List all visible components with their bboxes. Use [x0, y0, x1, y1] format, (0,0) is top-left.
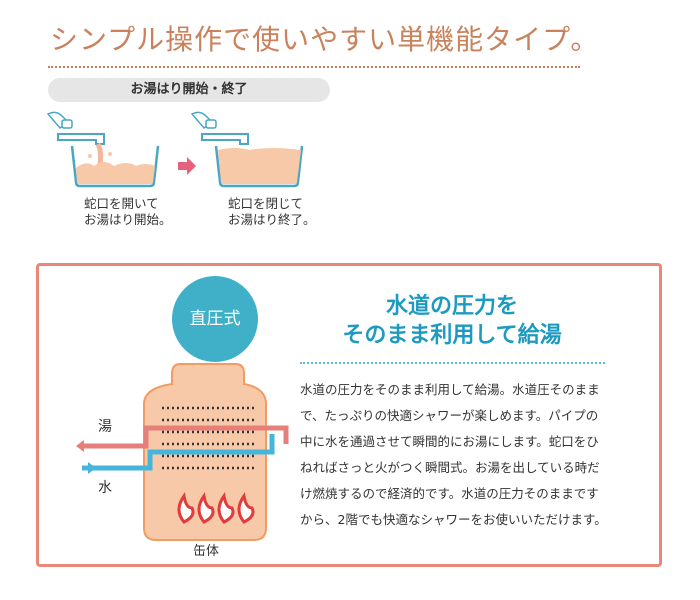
- direct-pressure-badge: 直圧式: [172, 276, 258, 362]
- cold-water-label: 水: [98, 480, 112, 496]
- tub-full-illustration: [190, 111, 304, 188]
- water-heater-diagram: [76, 363, 289, 541]
- tub-filling-illustration: [46, 111, 160, 188]
- step-arrow-icon: [178, 157, 196, 175]
- feature-title-line2: そのまま利用して給湯: [342, 323, 562, 348]
- step1-caption: 蛇口を開いて お湯はり開始。: [84, 196, 172, 228]
- feature-divider: [300, 362, 605, 364]
- feature-description: 水道の圧力をそのまま利用して給湯。水道圧そのままで、たっぷりの快適シャワーが楽し…: [300, 382, 607, 527]
- feature-title: 水道の圧力を そのまま利用して給湯: [300, 292, 604, 350]
- step1-caption-line2: お湯はり開始。: [84, 212, 172, 227]
- step1-caption-line1: 蛇口を開いて: [84, 196, 159, 211]
- page-headline: シンプル操作で使いやすい単機能タイプ。: [50, 23, 600, 56]
- steps-label: お湯はり開始・終了: [48, 78, 330, 102]
- headline-divider: [48, 66, 580, 68]
- feature-title-line1: 水道の圧力を: [385, 294, 518, 319]
- feature-panel: [36, 263, 662, 567]
- step2-caption-line2: お湯はり終了。: [228, 212, 316, 227]
- step2-caption: 蛇口を閉じて お湯はり終了。: [228, 196, 316, 228]
- step2-caption-line1: 蛇口を閉じて: [228, 196, 304, 211]
- tank-body-label: 缶体: [193, 544, 220, 559]
- hot-water-label: 湯: [98, 419, 112, 435]
